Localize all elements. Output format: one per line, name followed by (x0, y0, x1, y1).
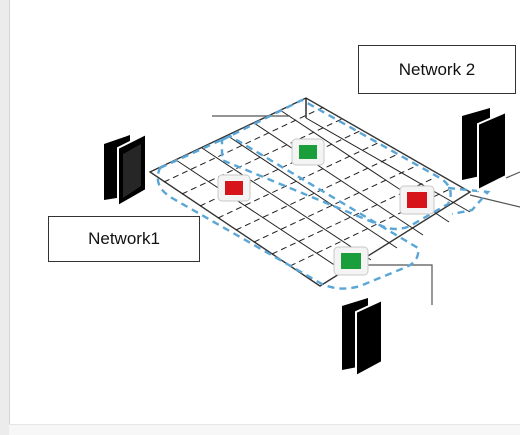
node-status-indicator (407, 192, 427, 208)
network1-label: Network1 (48, 216, 200, 262)
node-status-indicator (225, 181, 243, 195)
network2-zone-outline (220, 98, 452, 231)
node-bottom[interactable] (333, 246, 369, 276)
node-status-indicator (341, 253, 361, 269)
door-left-icon[interactable] (104, 132, 147, 208)
network1-zone-outline (156, 134, 420, 290)
door-bottom-icon[interactable] (342, 298, 383, 378)
node-top[interactable] (291, 138, 325, 166)
door-right-icon[interactable] (462, 108, 507, 192)
label-connectors (212, 115, 520, 305)
network2-label: Network 2 (358, 45, 516, 94)
left-panel-edge (0, 0, 10, 435)
node-right[interactable] (399, 185, 435, 215)
node-left[interactable] (217, 174, 251, 202)
node-status-indicator (299, 145, 317, 159)
network2-zone-edge (447, 186, 491, 216)
bottom-panel-edge (9, 424, 520, 435)
